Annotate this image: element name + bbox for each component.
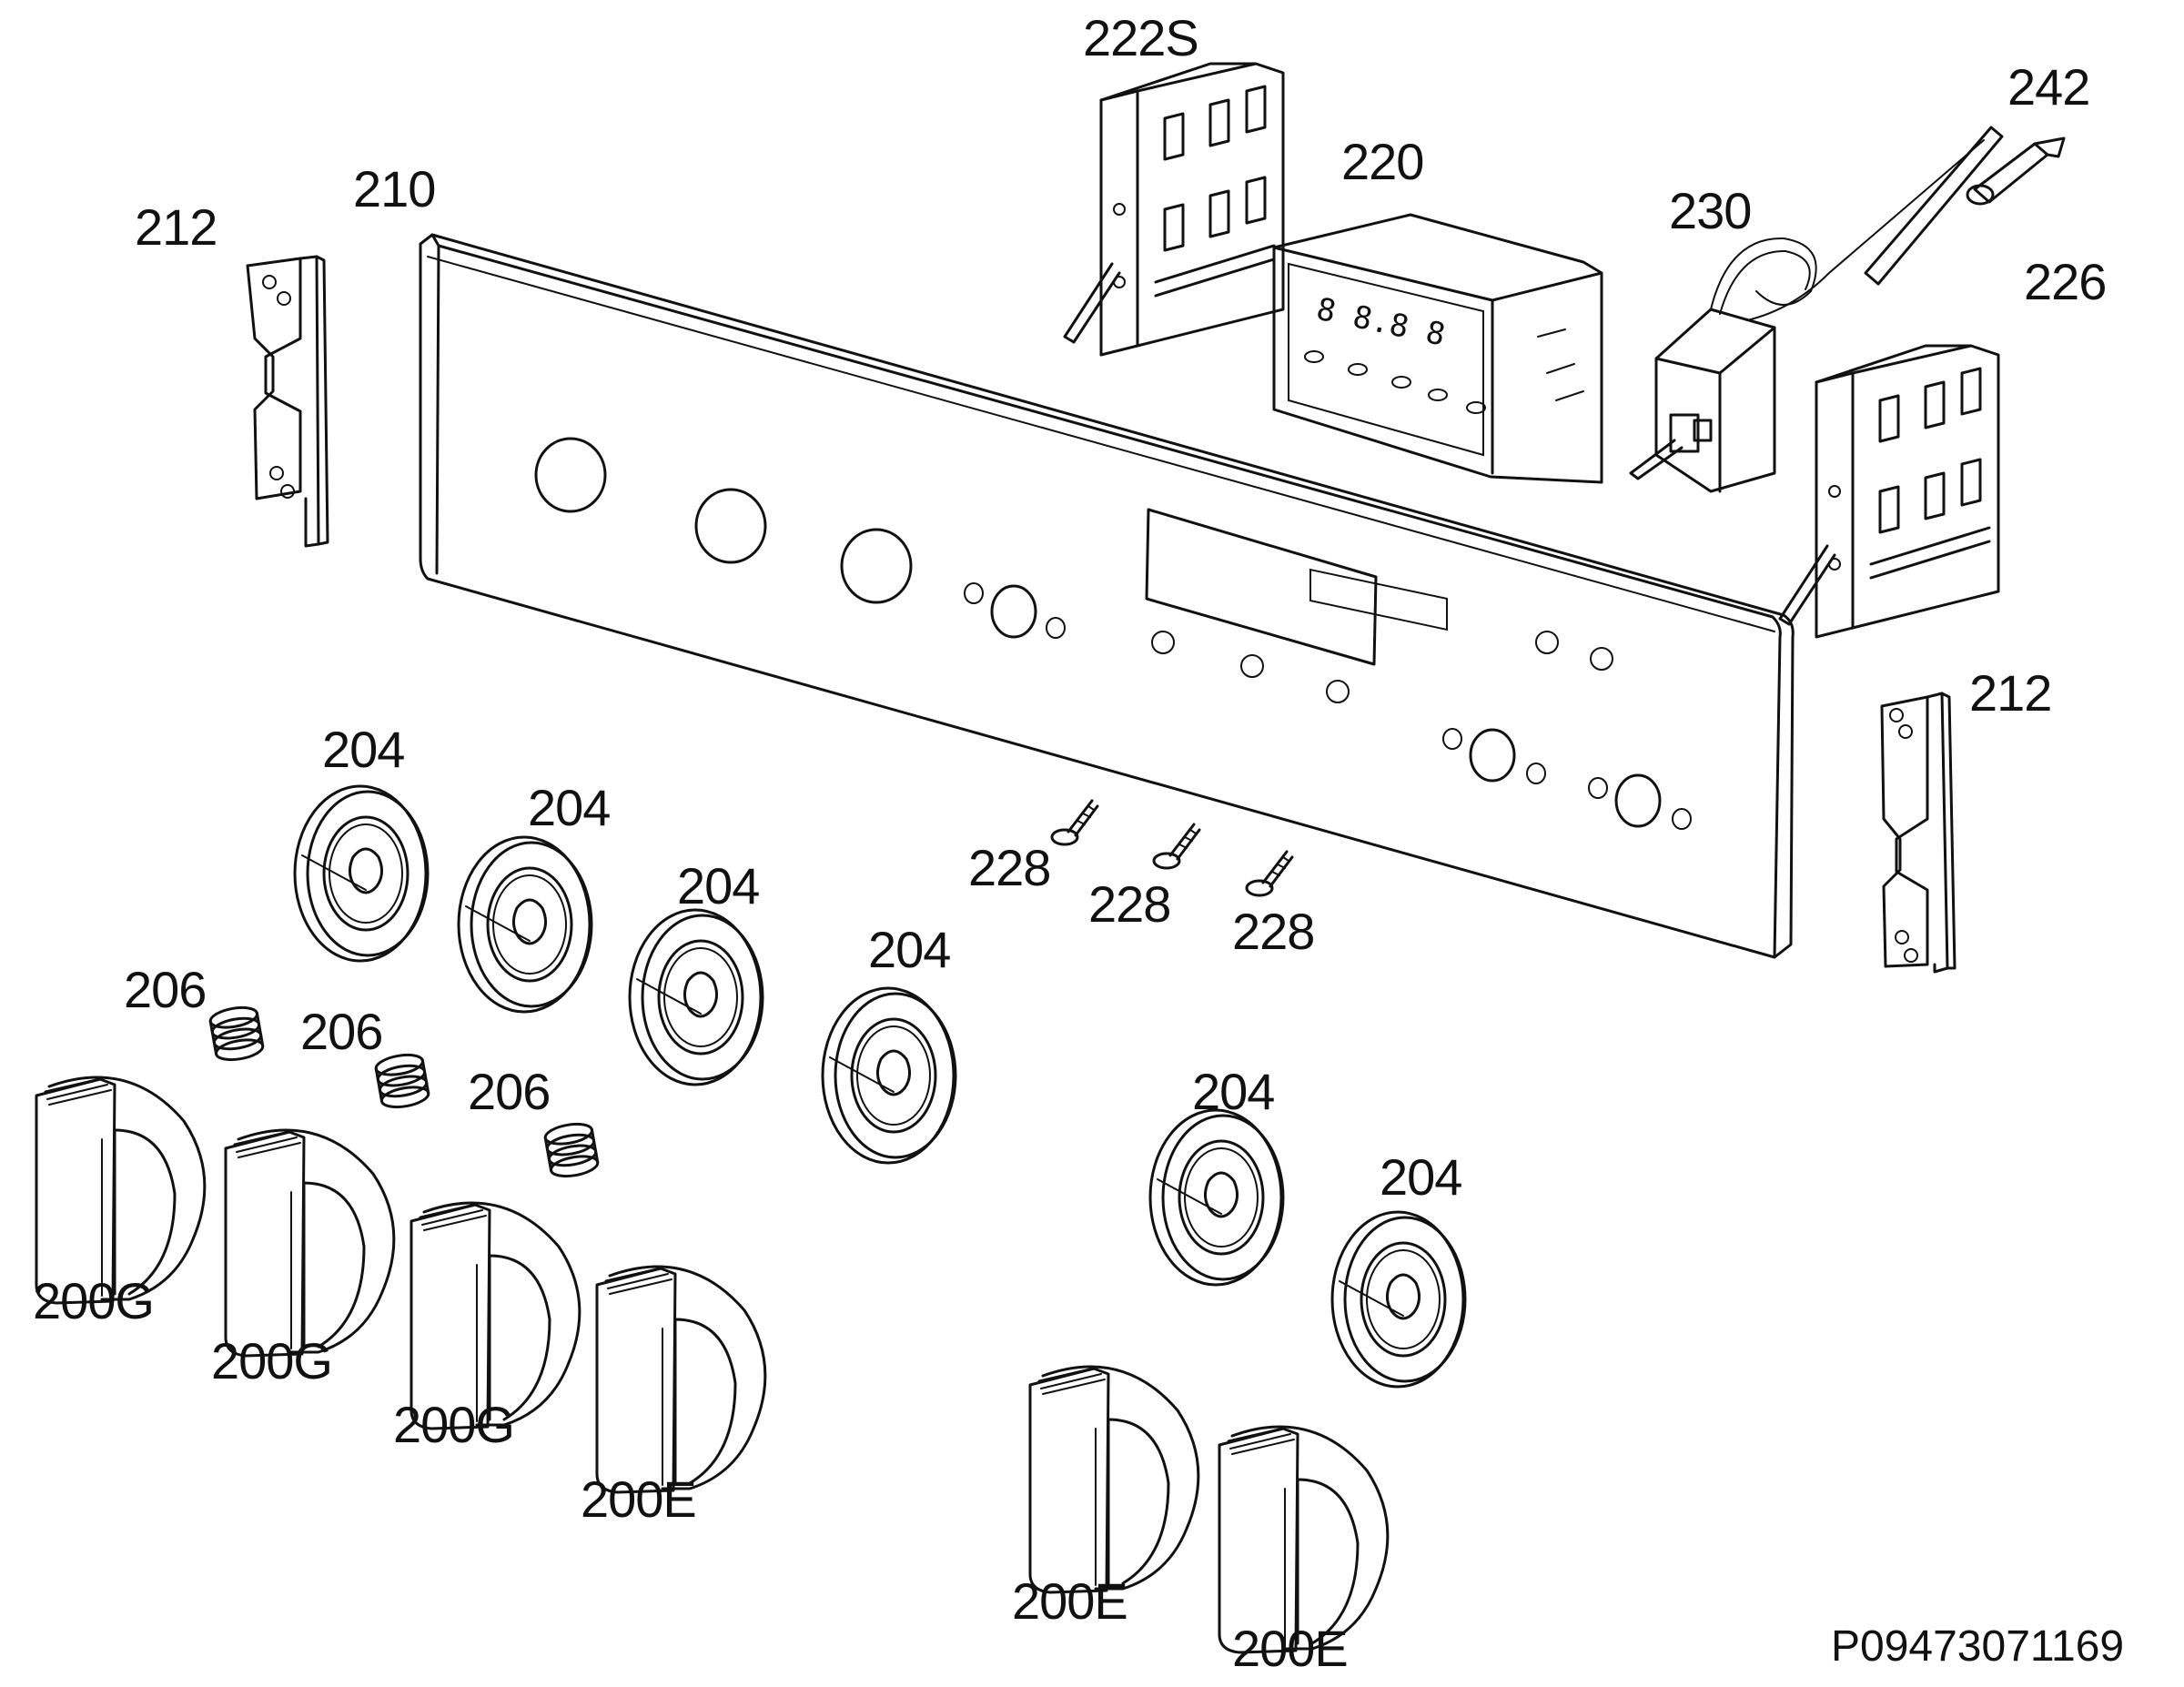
knob-3-part [410, 1201, 581, 1430]
label-bracket-right: 212 [1969, 664, 2052, 722]
label-switch-top: 222S [1083, 9, 1199, 66]
knob-5-part [1028, 1365, 1200, 1594]
spring-3-part [542, 1119, 601, 1181]
label-knob-4: 200E [581, 1470, 697, 1528]
switch-top-part [1063, 62, 1285, 357]
control-panel-part [419, 233, 1795, 959]
timer-part: 8 8.8 8 [1272, 213, 1603, 631]
label-screw-1: 228 [968, 839, 1051, 896]
label-spring-3: 206 [468, 1063, 551, 1120]
bracket-right-part [1880, 692, 1956, 974]
label-bezel-1: 204 [322, 721, 405, 778]
label-sensor: 242 [2007, 58, 2090, 116]
label-spring-2: 206 [300, 1003, 383, 1060]
knob-6-part [1218, 1425, 1390, 1654]
label-thermostat: 230 [1669, 182, 1752, 239]
label-knob-5: 200E [1012, 1572, 1128, 1630]
knob-2-part [224, 1128, 396, 1358]
thermostat-part [1629, 126, 2004, 493]
label-knob-2: 200G [211, 1332, 333, 1389]
bezel-6-part [1330, 1210, 1467, 1389]
label-bezel-5: 204 [1192, 1063, 1275, 1120]
bezel-5-part [1148, 1108, 1285, 1287]
bezel-2-part [457, 835, 593, 1014]
document-code: P09473071169 [1831, 1622, 2125, 1671]
screw-3-part [1245, 850, 1294, 897]
spring-1-part [207, 1003, 266, 1065]
label-timer: 220 [1341, 133, 1424, 190]
label-knob-3: 200G [393, 1396, 515, 1453]
label-knob-6: 200E [1232, 1620, 1349, 1677]
bezel-3-part [628, 908, 764, 1086]
label-bezel-4: 204 [868, 921, 951, 978]
bezel-4-part [821, 986, 957, 1165]
knob-4-part [595, 1265, 767, 1494]
label-control-panel: 210 [353, 160, 436, 217]
bracket-left-part [246, 255, 329, 548]
label-switch-right: 226 [2024, 253, 2107, 310]
label-bracket-left: 212 [135, 198, 217, 256]
label-bezel-3: 204 [677, 857, 760, 914]
label-knob-1: 200G [33, 1272, 155, 1329]
switch-right-part [1778, 344, 2000, 639]
label-screw-3: 228 [1232, 903, 1315, 960]
spring-2-part [373, 1050, 431, 1112]
label-screw-2: 228 [1088, 875, 1171, 933]
bezel-1-part [293, 784, 430, 963]
label-bezel-6: 204 [1380, 1148, 1462, 1206]
knob-1-part [35, 1076, 207, 1305]
screw-1-part [1050, 799, 1099, 846]
svg-text:8 8.8 8: 8 8.8 8 [1313, 291, 1448, 354]
label-spring-1: 206 [124, 961, 207, 1018]
sensor-part [1966, 136, 2066, 206]
screw-2-part [1152, 823, 1201, 870]
label-bezel-2: 204 [528, 779, 611, 836]
